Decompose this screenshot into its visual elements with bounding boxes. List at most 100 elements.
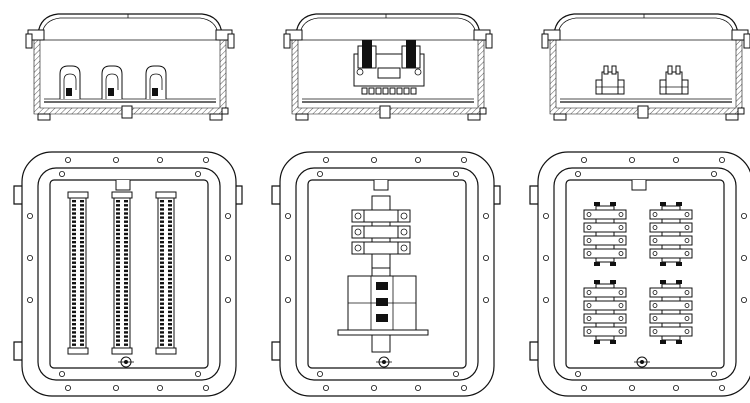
terminal-block (583, 300, 627, 311)
terminal (72, 314, 76, 318)
bolt-hole (414, 156, 421, 163)
strip-housing (101, 65, 123, 99)
ground-stud (118, 356, 134, 368)
end-clamp (594, 262, 600, 266)
right-latch (743, 33, 750, 49)
side-terminal-strip-1 (59, 65, 81, 99)
bolt-hole (224, 212, 231, 219)
terminal (80, 331, 84, 334)
lid-outline (295, 13, 481, 35)
terminal (80, 294, 84, 297)
terminal (168, 249, 172, 252)
terminal (160, 298, 164, 301)
terminal (80, 245, 84, 248)
plan-view-2 (271, 151, 501, 397)
terminal (124, 310, 128, 314)
plate-notch (115, 180, 131, 191)
terminal (72, 298, 76, 301)
upper-breaker-right (397, 209, 411, 223)
outer-flange (279, 151, 495, 397)
terminal (124, 208, 128, 211)
terminal (116, 277, 120, 281)
breaker-center (377, 67, 401, 79)
terminal (160, 220, 164, 223)
terminal (124, 286, 128, 289)
screw (618, 251, 624, 256)
bottom-drain (379, 105, 391, 119)
screw (684, 212, 690, 217)
bolt-hole (482, 296, 489, 303)
terminal (72, 224, 76, 227)
terminal (124, 273, 128, 277)
screw (400, 244, 408, 252)
terminal-block (649, 300, 693, 311)
left-ear-top (529, 185, 538, 205)
bolt-hole (323, 156, 330, 163)
terminal (168, 273, 172, 277)
lid-inner-line (557, 17, 735, 35)
screw (618, 225, 624, 230)
plan-views (13, 151, 750, 397)
terminal (72, 265, 76, 268)
left-ear-top (13, 185, 22, 205)
terminal (72, 249, 76, 252)
bolt-hole (59, 370, 66, 377)
bolt-hole (202, 384, 209, 391)
lid-inner-line (41, 17, 219, 35)
terminal (116, 302, 120, 305)
group-rail (661, 283, 681, 341)
screw (618, 290, 624, 295)
terminal (160, 302, 164, 305)
terminal (72, 294, 76, 297)
terminal (72, 232, 76, 236)
end-clamp (594, 202, 600, 206)
end-stop-bottom (111, 347, 133, 355)
end-clamp (660, 280, 666, 284)
bolt-hole (460, 156, 467, 163)
terminal (160, 253, 164, 256)
terminal (116, 224, 120, 227)
terminal (72, 253, 76, 256)
plate-notch (631, 180, 647, 191)
terminal-tab (396, 87, 403, 95)
pair-body (665, 71, 683, 95)
terminal (80, 343, 84, 346)
terminal (80, 212, 84, 215)
terminal (168, 228, 172, 232)
terminal-tab (382, 87, 389, 95)
terminal-block (583, 248, 627, 259)
terminal (116, 306, 120, 309)
terminal-strip-2 (111, 191, 133, 355)
group-rail (595, 205, 615, 263)
terminal (160, 314, 164, 318)
bolt-hole (740, 212, 747, 219)
end-clamp (594, 340, 600, 344)
bolt-hole (284, 254, 291, 261)
terminal-block (583, 222, 627, 233)
terminal (72, 318, 76, 322)
terminal (80, 236, 84, 240)
terminal (160, 331, 164, 334)
breaker-assembly (337, 195, 429, 353)
terminal (124, 236, 128, 240)
end-clamp (610, 340, 616, 344)
terminal (72, 241, 76, 244)
right-ear-top (494, 185, 501, 205)
bolt-hole (718, 156, 725, 163)
left-ear-bottom (529, 341, 538, 361)
terminal (124, 216, 128, 219)
left-foot (295, 113, 309, 121)
terminal-block (583, 235, 627, 246)
terminal (116, 310, 120, 314)
upper-breaker-right (397, 225, 411, 239)
terminal (80, 216, 84, 219)
side-breaker-block (353, 40, 425, 95)
outer-flange (21, 151, 237, 397)
bottom-drain (121, 105, 133, 119)
end-clamp (676, 202, 682, 206)
terminal (72, 257, 76, 260)
screw (586, 316, 592, 321)
strip-clamp (66, 88, 72, 96)
terminal-block (649, 222, 693, 233)
terminal (116, 318, 120, 322)
